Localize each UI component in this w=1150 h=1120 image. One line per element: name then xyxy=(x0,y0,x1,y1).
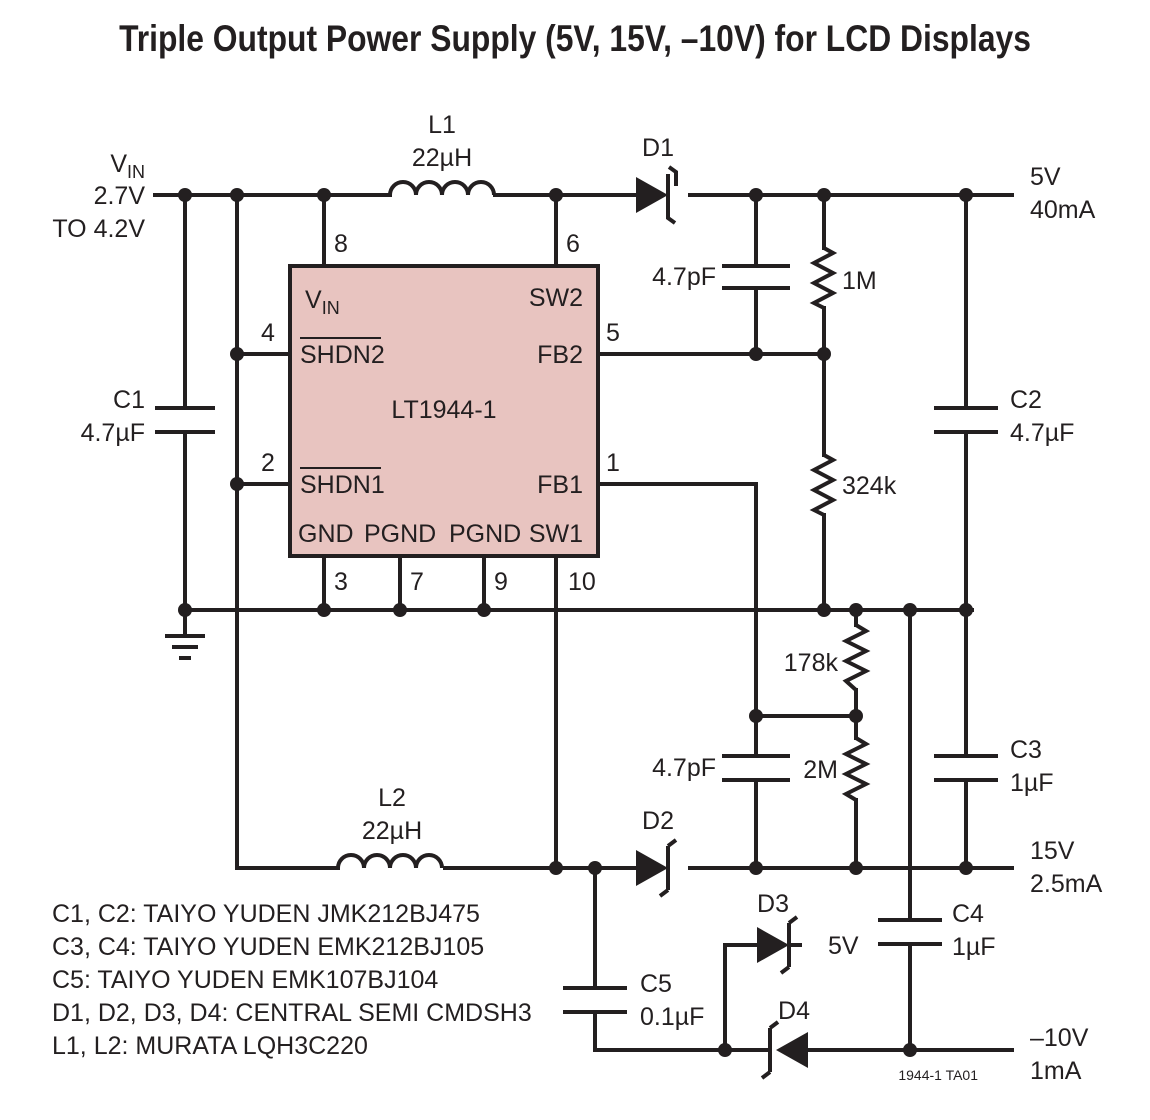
ic-pin-numbers: 8 6 4 5 2 1 3 7 9 10 xyxy=(261,230,620,596)
pin-number-8: 8 xyxy=(334,230,348,258)
c2-name: C2 xyxy=(1010,386,1042,414)
pin-number-9: 9 xyxy=(494,568,508,596)
note-line: C5: TAIYO YUDEN EMK107BJ104 xyxy=(52,966,438,994)
pin-number-1: 1 xyxy=(606,449,620,477)
capacitor-c1: C1 4.7µF xyxy=(81,386,215,447)
svg-text:VIN: VIN xyxy=(110,150,145,182)
ground-symbol xyxy=(165,634,205,660)
pin-number-2: 2 xyxy=(261,449,275,477)
wires xyxy=(153,193,1014,1052)
inductor-l1: L1 22µH xyxy=(388,111,496,196)
capacitor-c5: C5 0.1µF xyxy=(563,970,704,1031)
cff-top-value: 4.7pF xyxy=(652,263,716,291)
c2-value: 4.7µF xyxy=(1010,419,1074,447)
cff-bottom-value: 4.7pF xyxy=(652,754,716,782)
input-label: VIN 2.7V TO 4.2V xyxy=(52,150,145,243)
pin-fb1-label: FB1 xyxy=(537,471,583,499)
diode-d2: D2 xyxy=(636,807,678,898)
output-5v: 5V 40mA xyxy=(1030,163,1096,224)
d3-name: D3 xyxy=(757,890,789,918)
note-line: D1, D2, D3, D4: CENTRAL SEMI CMDSH3 xyxy=(52,999,532,1027)
figure-id: 1944-1 TA01 xyxy=(898,1067,978,1083)
capacitor-4.7pf-bottom: 4.7pF xyxy=(652,754,790,782)
capacitor-c4: C4 1µF xyxy=(878,900,996,961)
c1-name: C1 xyxy=(113,386,145,414)
l1-value: 22µH xyxy=(412,144,472,172)
capacitor-4.7pf-top: 4.7pF xyxy=(652,263,790,291)
pin-sw1-label: SW1 xyxy=(529,520,583,548)
pin-number-5: 5 xyxy=(606,319,620,347)
l2-name: L2 xyxy=(378,784,406,812)
out-5v-voltage: 5V xyxy=(1030,163,1061,191)
resistor-324k: 324k xyxy=(809,453,897,517)
output-15v: 15V 2.5mA xyxy=(1030,837,1103,898)
pin-number-3: 3 xyxy=(334,568,348,596)
out-neg10v-current: 1mA xyxy=(1030,1057,1082,1085)
l1-name: L1 xyxy=(428,111,456,139)
d2-name: D2 xyxy=(642,807,674,835)
pin-gnd-label: GND xyxy=(298,520,354,548)
ic-pin-labels: VIN SW2 SHDN2 FB2 LT1944-1 SHDN1 FB1 GND… xyxy=(298,284,583,548)
out-5v-current: 40mA xyxy=(1030,196,1096,224)
pin-sw2-label: SW2 xyxy=(529,284,583,312)
d4-name: D4 xyxy=(778,997,810,1025)
c4-name: C4 xyxy=(952,900,984,928)
out-neg10v-voltage: –10V xyxy=(1030,1024,1089,1052)
pin-number-10: 10 xyxy=(568,568,596,596)
pin-pgnd-b-label: PGND xyxy=(449,520,521,548)
pin-number-4: 4 xyxy=(261,319,275,347)
d1-name: D1 xyxy=(642,134,674,162)
pin-number-7: 7 xyxy=(410,568,424,596)
lt1944-1-chip xyxy=(288,264,600,558)
c4-value: 1µF xyxy=(952,933,996,961)
svg-text:2.7V: 2.7V xyxy=(94,182,146,210)
svg-text:TO 4.2V: TO 4.2V xyxy=(52,215,145,243)
resistor-2m: 2M xyxy=(803,736,871,802)
junction-dots xyxy=(178,188,973,1057)
c1-value: 4.7µF xyxy=(81,419,145,447)
inductor-l2: L2 22µH xyxy=(336,784,444,869)
resistor-178k: 178k xyxy=(784,623,871,692)
note-line: C3, C4: TAIYO YUDEN EMK212BJ105 xyxy=(52,933,484,961)
r-178k-value: 178k xyxy=(784,649,839,677)
pin-shdn1-label: SHDN1 xyxy=(300,471,385,499)
pin-pgnd-a-label: PGND xyxy=(364,520,436,548)
c5-name: C5 xyxy=(640,970,672,998)
c3-value: 1µF xyxy=(1010,769,1054,797)
capacitor-c2: C2 4.7µF xyxy=(934,386,1074,447)
r-2m-value: 2M xyxy=(803,756,838,784)
pin-number-6: 6 xyxy=(566,230,580,258)
pin-vin-label: VIN xyxy=(305,286,340,318)
diode-d3: D3 5V xyxy=(757,890,859,975)
out-15v-voltage: 15V xyxy=(1030,837,1075,865)
r-1m-value: 1M xyxy=(842,267,877,295)
note-line: C1, C2: TAIYO YUDEN JMK212BJ475 xyxy=(52,900,480,928)
l2-value: 22µH xyxy=(362,817,422,845)
c3-name: C3 xyxy=(1010,736,1042,764)
pin-fb2-label: FB2 xyxy=(537,341,583,369)
c5-value: 0.1µF xyxy=(640,1003,704,1031)
out-15v-current: 2.5mA xyxy=(1030,870,1103,898)
note-line: L1, L2: MURATA LQH3C220 xyxy=(52,1032,368,1060)
component-notes: C1, C2: TAIYO YUDEN JMK212BJ475 C3, C4: … xyxy=(52,900,532,1060)
diode-d1: D1 xyxy=(636,134,678,225)
resistor-1m: 1M xyxy=(809,246,877,310)
page-title: Triple Output Power Supply (5V, 15V, –10… xyxy=(119,18,1031,59)
r-324k-value: 324k xyxy=(842,472,897,500)
ic-part-name: LT1944-1 xyxy=(391,396,496,424)
pin-shdn2-label: SHDN2 xyxy=(300,341,385,369)
capacitor-c3: C3 1µF xyxy=(934,736,1054,797)
d3-note: 5V xyxy=(828,932,859,960)
diode-d4: D4 xyxy=(760,997,810,1080)
output-neg10v: –10V 1mA xyxy=(1030,1024,1089,1085)
